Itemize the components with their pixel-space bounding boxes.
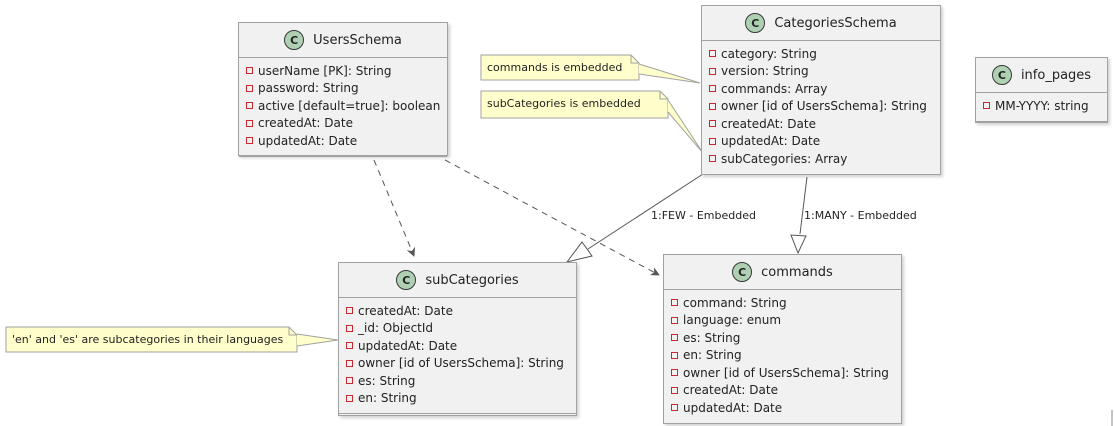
- users-to-subcategories-dependency: [373, 159, 416, 257]
- note-languages: 'en' and 'es' are subcategories in their…: [12, 333, 284, 346]
- attribute: _id: ObjectId: [346, 320, 576, 338]
- private-field-icon: [671, 316, 678, 324]
- private-field-icon: [709, 120, 716, 128]
- label-one-to-few: 1:FEW - Embedded: [651, 209, 756, 222]
- attribute: en: String: [671, 347, 901, 365]
- attribute: password: String: [246, 80, 447, 98]
- private-field-icon: [709, 85, 716, 93]
- private-field-icon: [246, 84, 253, 92]
- attribute: createdAt: Date: [346, 302, 576, 320]
- label-one-to-many: 1:MANY - Embedded: [804, 209, 917, 222]
- private-field-icon: [246, 137, 253, 145]
- note-subcategories-embedded-shape: [480, 90, 704, 154]
- attribute: updatedAt: Date: [246, 132, 447, 150]
- attribute: updatedAt: Date: [709, 133, 940, 151]
- private-field-icon: [246, 119, 253, 127]
- class-badge-icon: C: [284, 30, 305, 50]
- attribute: userName [PK]: String: [246, 62, 447, 80]
- attribute: category: String: [709, 45, 940, 63]
- note-languages-shape: [5, 326, 339, 353]
- private-field-icon: [709, 137, 716, 145]
- attribute: createdAt: Date: [671, 382, 901, 400]
- attribute: version: String: [709, 63, 940, 81]
- attribute-list: category: String version: String command…: [702, 41, 940, 175]
- private-field-icon: [709, 102, 716, 110]
- private-field-icon: [346, 307, 353, 315]
- private-field-icon: [346, 324, 353, 332]
- attribute: createdAt: Date: [246, 115, 447, 133]
- private-field-icon: [709, 67, 716, 75]
- class-title: commands: [761, 264, 833, 280]
- private-field-icon: [671, 351, 678, 359]
- attribute: owner [id of UsersSchema]: String: [709, 98, 940, 116]
- attribute: es: String: [671, 329, 901, 347]
- attribute: owner [id of UsersSchema]: String: [346, 355, 576, 373]
- class-header: C info_pages: [976, 58, 1107, 93]
- private-field-icon: [346, 377, 353, 385]
- attribute: updatedAt: Date: [346, 337, 576, 355]
- private-field-icon: [709, 50, 716, 58]
- private-field-icon: [671, 386, 678, 394]
- class-info-pages[interactable]: C info_pages MM-YYYY: string: [975, 57, 1108, 123]
- attribute-list: command: String language: enum es: Strin…: [664, 290, 901, 424]
- attribute: active [default=true]: boolean: [246, 97, 447, 115]
- attribute-list: userName [PK]: String password: String a…: [239, 58, 447, 157]
- attribute: updatedAt: Date: [671, 399, 901, 417]
- private-field-icon: [346, 359, 353, 367]
- attribute: owner [id of UsersSchema]: String: [671, 364, 901, 382]
- class-header: C subCategories: [339, 263, 576, 298]
- private-field-icon: [246, 67, 253, 75]
- attribute-list: createdAt: Date _id: ObjectId updatedAt:…: [339, 298, 576, 414]
- class-commands[interactable]: C commands command: String language: enu…: [663, 254, 902, 424]
- note-commands-embedded: commands is embedded: [487, 61, 623, 74]
- attribute: subCategories: Array: [709, 150, 940, 168]
- class-title: CategoriesSchema: [774, 15, 897, 31]
- attribute: createdAt: Date: [709, 115, 940, 133]
- private-field-icon: [346, 342, 353, 350]
- class-title: info_pages: [1020, 67, 1092, 83]
- categories-to-subcategories-arrowhead: [565, 241, 593, 263]
- users-to-commands-dependency: [444, 159, 660, 276]
- class-badge-icon: C: [991, 65, 1012, 85]
- private-field-icon: [346, 394, 353, 402]
- private-field-icon: [246, 102, 253, 110]
- note-subcategories-embedded: subCategories is embedded: [487, 97, 641, 110]
- class-categories-schema[interactable]: C CategoriesSchema category: String vers…: [701, 5, 941, 175]
- class-title: subCategories: [425, 272, 519, 288]
- categories-to-subcategories-line: [587, 173, 704, 250]
- class-header: C commands: [664, 255, 901, 290]
- private-field-icon: [709, 155, 716, 163]
- attribute: es: String: [346, 372, 576, 390]
- private-field-icon: [983, 102, 990, 110]
- class-title: UsersSchema: [313, 32, 402, 48]
- class-badge-icon: C: [396, 270, 417, 290]
- private-field-icon: [671, 299, 678, 307]
- class-header: C CategoriesSchema: [702, 6, 940, 41]
- categories-to-commands-arrowhead: [790, 234, 807, 255]
- attribute: MM-YYYY: string: [983, 97, 1107, 115]
- attribute-list: MM-YYYY: string: [976, 93, 1107, 122]
- class-subcategories[interactable]: C subCategories createdAt: Date _id: Obj…: [338, 262, 577, 416]
- private-field-icon: [671, 369, 678, 377]
- class-badge-icon: C: [745, 13, 766, 33]
- attribute: en: String: [346, 390, 576, 408]
- class-badge-icon: C: [732, 262, 753, 282]
- class-header: C UsersSchema: [239, 23, 447, 58]
- class-users-schema[interactable]: C UsersSchema userName [PK]: String pass…: [238, 22, 448, 157]
- attribute: commands: Array: [709, 80, 940, 98]
- categories-to-commands-line: [799, 176, 808, 235]
- attribute: language: enum: [671, 312, 901, 330]
- attribute: command: String: [671, 294, 901, 312]
- private-field-icon: [671, 334, 678, 342]
- private-field-icon: [671, 404, 678, 412]
- note-commands-embedded-shape: [480, 54, 701, 84]
